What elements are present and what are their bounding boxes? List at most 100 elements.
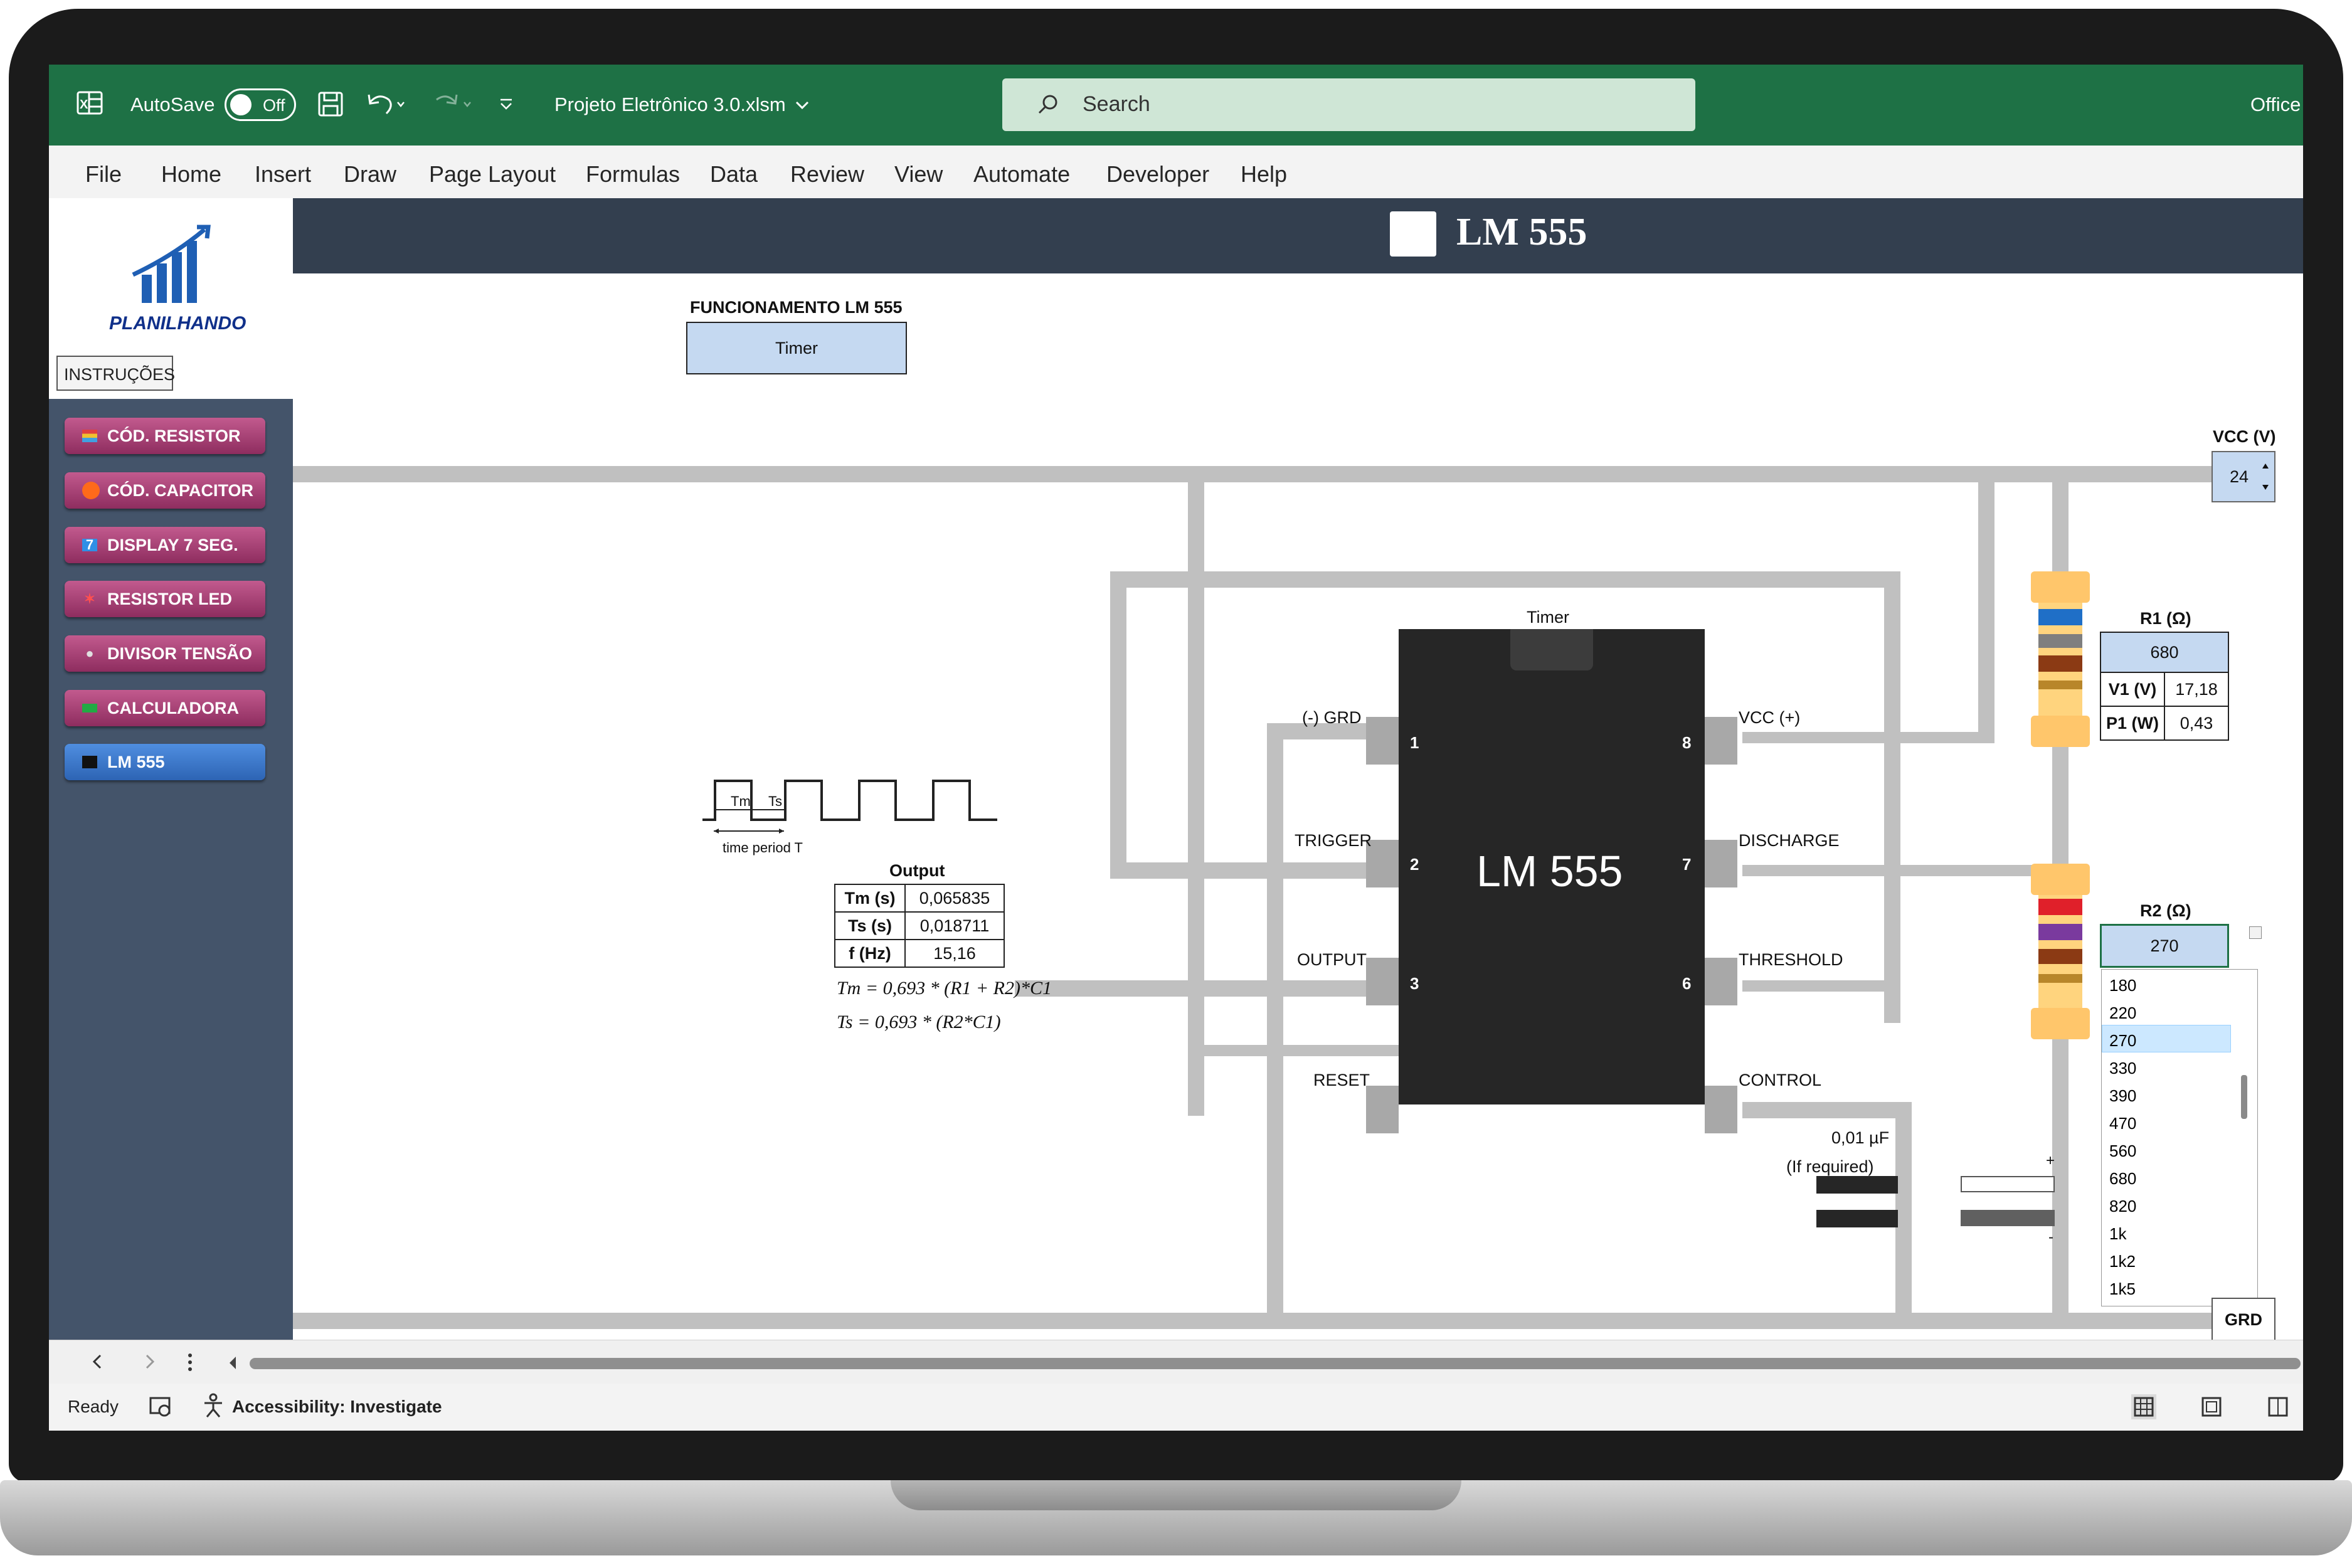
capacitor-code-label: CÓD. CAPACITOR xyxy=(107,481,254,500)
r2-option-label: 820 xyxy=(2109,1197,2137,1216)
dropdown-scrollbar[interactable] xyxy=(2241,1075,2247,1119)
pin-2-number: 2 xyxy=(1410,855,1419,874)
r1-value: 680 xyxy=(2150,642,2179,662)
vcc-spinner-icon[interactable] xyxy=(2259,455,2272,499)
tab-page-layout[interactable]: Page Layout xyxy=(429,161,556,187)
tab-automate[interactable]: Automate xyxy=(973,161,1071,187)
voltage-divider-button[interactable]: ● DIVISOR TENSÃO xyxy=(65,635,265,672)
v1-label-cell: V1 (V) xyxy=(2100,672,2165,707)
v1-value: 17,18 xyxy=(2175,679,2218,699)
r2-option-680[interactable]: 680 xyxy=(2102,1163,2231,1190)
r2-option-1k5[interactable]: 1k5 xyxy=(2102,1273,2231,1301)
resistor-code-button[interactable]: CÓD. RESISTOR xyxy=(65,418,265,454)
excel-icon[interactable]: X xyxy=(75,88,104,117)
mode-value: Timer xyxy=(775,338,818,358)
previous-sheet-icon[interactable] xyxy=(88,1350,107,1373)
display-7seg-button[interactable]: 7 DISPLAY 7 SEG. xyxy=(65,527,265,563)
customize-qat-icon[interactable] xyxy=(497,95,516,114)
mode-select[interactable]: Timer xyxy=(686,322,907,374)
autosave-label: AutoSave xyxy=(130,93,215,115)
tab-review[interactable]: Review xyxy=(790,161,865,187)
r2-option-220[interactable]: 220 xyxy=(2102,997,2231,1025)
r2-option-270[interactable]: 270 xyxy=(2102,1025,2231,1052)
vcc-input[interactable]: 24 xyxy=(2212,451,2275,502)
laptop-notch xyxy=(891,1480,1461,1510)
r2-option-label: 560 xyxy=(2109,1142,2137,1160)
page-layout-view-icon[interactable] xyxy=(2199,1394,2224,1419)
pin-8 xyxy=(1705,717,1737,765)
r2-dropdown-list[interactable]: 180 220 270 330 390 470 560 680 820 1k 1… xyxy=(2101,969,2258,1306)
r2-input[interactable]: 270 xyxy=(2100,924,2229,968)
tab-developer[interactable]: Developer xyxy=(1106,161,1210,187)
page-break-view-icon[interactable] xyxy=(2265,1394,2291,1419)
calculator-button[interactable]: CALCULADORA xyxy=(65,690,265,726)
r2-option-330[interactable]: 330 xyxy=(2102,1052,2231,1080)
status-ready: Ready xyxy=(68,1397,119,1416)
rainbow-icon xyxy=(82,430,97,442)
formula-ts: Ts = 0,693 * (R2*C1) xyxy=(837,1012,1001,1032)
screen: X AutoSave Off Projeto Eletrônico 3.0.xl… xyxy=(49,65,2303,1431)
voltage-divider-label: DIVISOR TENSÃO xyxy=(107,644,253,663)
control-capacitor-value: 0,01 µF xyxy=(1831,1128,1890,1147)
r1-input[interactable]: 680 xyxy=(2100,632,2229,673)
account-label[interactable]: Office xyxy=(2250,93,2301,115)
save-icon[interactable] xyxy=(316,90,345,119)
seven-icon: 7 xyxy=(82,538,97,552)
pin-1-label: (-) GRD xyxy=(1302,708,1362,727)
r2-option-470[interactable]: 470 xyxy=(2102,1108,2231,1135)
horizontal-scrollbar[interactable] xyxy=(250,1358,2301,1369)
tab-draw[interactable]: Draw xyxy=(344,161,397,187)
tab-file[interactable]: File xyxy=(85,161,122,187)
grd-label: GRD xyxy=(2225,1310,2262,1329)
output-title: Output xyxy=(889,861,945,880)
led-icon: ✶ xyxy=(83,591,96,607)
pin-8-label: VCC (+) xyxy=(1739,708,1801,727)
accessibility-icon[interactable] xyxy=(202,1393,227,1419)
waveform-ts: Ts xyxy=(768,793,782,809)
p1-label-cell: P1 (W) xyxy=(2100,706,2165,741)
ribbon-tabs xyxy=(49,146,2303,199)
resistor-led-button[interactable]: ✶ RESISTOR LED xyxy=(65,581,265,617)
r1-label: R1 (Ω) xyxy=(2140,609,2191,628)
wire-vcc-pin xyxy=(1742,732,1993,743)
file-name[interactable]: Projeto Eletrônico 3.0.xlsm xyxy=(554,93,786,115)
undo-icon[interactable] xyxy=(364,90,408,119)
search-input[interactable]: Search xyxy=(1002,78,1695,131)
tab-help[interactable]: Help xyxy=(1241,161,1288,187)
wire-control xyxy=(1742,1102,1912,1118)
ts-label: Ts (s) xyxy=(847,916,892,935)
wire-threshold xyxy=(1742,980,1900,992)
instructions-button[interactable]: INSTRUÇÕES xyxy=(56,356,175,391)
normal-view-icon[interactable] xyxy=(2131,1394,2156,1419)
tab-formulas[interactable]: Formulas xyxy=(586,161,681,187)
scroll-left-icon[interactable] xyxy=(226,1354,240,1372)
output-waveform xyxy=(701,768,1002,862)
capacitor-code-button[interactable]: CÓD. CAPACITOR xyxy=(65,472,265,509)
r2-option-390[interactable]: 390 xyxy=(2102,1080,2231,1108)
lm555-button[interactable]: LM 555 xyxy=(65,744,265,780)
tab-insert[interactable]: Insert xyxy=(255,161,312,187)
autosave-toggle[interactable]: Off xyxy=(225,88,296,121)
tab-home[interactable]: Home xyxy=(161,161,222,187)
r2-option-820[interactable]: 820 xyxy=(2102,1190,2231,1218)
sheet-options-icon[interactable] xyxy=(186,1352,194,1373)
r2-option-label: 220 xyxy=(2109,1004,2137,1022)
r2-option-560[interactable]: 560 xyxy=(2102,1135,2231,1163)
planilhando-logo-icon xyxy=(129,225,223,309)
r2-option-180[interactable]: 180 xyxy=(2102,970,2231,997)
file-name-chevron-icon[interactable] xyxy=(793,96,812,115)
accessibility-status[interactable]: Accessibility: Investigate xyxy=(232,1397,442,1416)
r2-option-1k2[interactable]: 1k2 xyxy=(2102,1246,2231,1273)
pin-4 xyxy=(1366,1086,1399,1133)
macro-recording-icon[interactable] xyxy=(148,1394,173,1419)
tab-data[interactable]: Data xyxy=(710,161,758,187)
tm-value: 0,065835 xyxy=(919,888,990,908)
ts-value-cell: 0,018711 xyxy=(904,911,1005,940)
tab-view[interactable]: View xyxy=(894,161,943,187)
dropdown-handle-icon[interactable] xyxy=(2249,926,2262,939)
p1-label: P1 (W) xyxy=(2106,713,2159,733)
redo-icon[interactable] xyxy=(430,90,474,119)
next-sheet-icon[interactable] xyxy=(140,1350,159,1373)
r2-option-1k[interactable]: 1k xyxy=(2102,1218,2231,1246)
resistor-code-label: CÓD. RESISTOR xyxy=(107,426,241,445)
